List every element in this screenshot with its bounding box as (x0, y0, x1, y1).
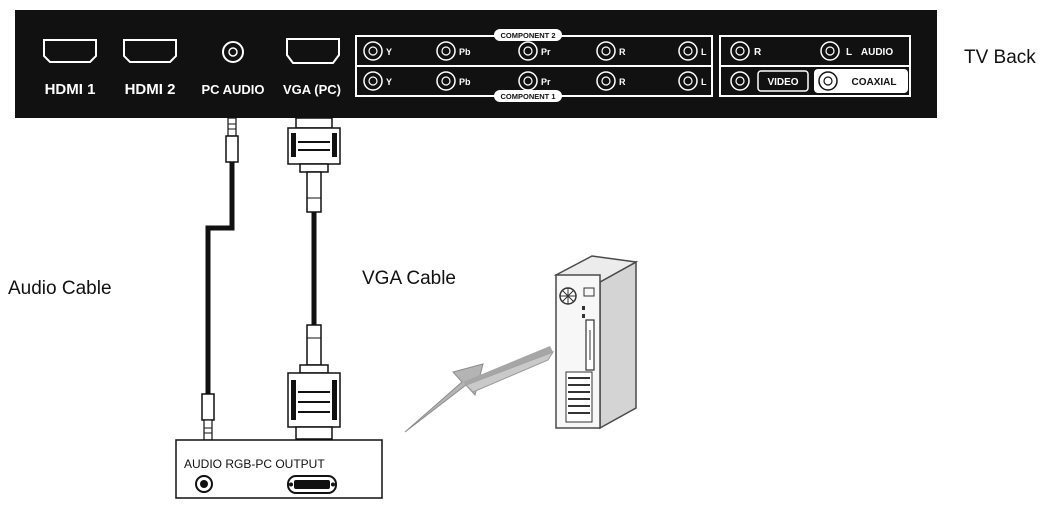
audio-cable-caption: Audio Cable (8, 278, 112, 299)
component-jack-label: R (619, 77, 626, 87)
component-jack-center (368, 46, 378, 56)
component-jack (596, 71, 616, 91)
component-jack-center (523, 46, 533, 56)
vga-port (286, 38, 340, 64)
component-jack (596, 41, 616, 61)
av-block (719, 35, 911, 97)
component-jack (363, 41, 383, 61)
component-jack-label: Pb (459, 47, 471, 57)
pc-audio-jack (222, 41, 244, 63)
component-jack (678, 71, 698, 91)
hdmi1-port (43, 39, 97, 63)
hdmi2-port (123, 39, 177, 63)
component-jack-label: Pr (541, 77, 551, 87)
component-jack-center (523, 76, 533, 86)
pc-tower-icon (553, 255, 639, 430)
audio-left-jack (820, 41, 840, 61)
component-jack-center (368, 76, 378, 86)
vga-label: VGA (PC) (283, 82, 341, 97)
hdmi2-label: HDMI 2 (125, 81, 176, 98)
pointing-arrow (404, 346, 555, 433)
component-jack-center (601, 46, 611, 56)
component-jack (518, 41, 538, 61)
component-jack-center (441, 76, 451, 86)
vga-cable-caption: VGA Cable (362, 268, 456, 289)
component-jack-center (441, 46, 451, 56)
coaxial-label: COAXIAL (852, 77, 897, 88)
audio-cable (201, 117, 239, 441)
component-jack (363, 71, 383, 91)
audio-right-jack (730, 41, 750, 61)
component-jack-center (601, 76, 611, 86)
component-jack (678, 41, 698, 61)
tv-back-panel (15, 10, 937, 118)
component-jack-label: R (619, 47, 626, 57)
audio-group-label: AUDIO (861, 47, 893, 58)
component-jack-label: Y (386, 77, 392, 87)
pc-audio-output-jack (195, 475, 213, 493)
video-label: VIDEO (767, 77, 798, 88)
tv-back-caption: TV Back (964, 47, 1036, 68)
coaxial-jack (814, 69, 908, 93)
component-jack (436, 41, 456, 61)
component-jack (518, 71, 538, 91)
video-jack (730, 71, 750, 91)
pc-audio-label: PC AUDIO (201, 82, 264, 97)
component-jack-label: L (701, 47, 707, 57)
audio-left-label: L (846, 47, 852, 58)
component-jack-label: Pr (541, 47, 551, 57)
component-jack-label: Pb (459, 77, 471, 87)
pc-output-label: AUDIO RGB-PC OUTPUT (184, 457, 325, 471)
hdmi1-label: HDMI 1 (45, 81, 96, 98)
component-jack-label: Y (386, 47, 392, 57)
component-jack-center (683, 76, 693, 86)
vga-cable (287, 117, 341, 440)
pc-vga-output-port (287, 475, 337, 494)
component-jack-center (683, 46, 693, 56)
component-jack (436, 71, 456, 91)
component-bottom-title: COMPONENT 1 (500, 92, 555, 101)
component-top-title: COMPONENT 2 (500, 31, 555, 40)
audio-right-label: R (754, 47, 762, 58)
component-jack-label: L (701, 77, 707, 87)
